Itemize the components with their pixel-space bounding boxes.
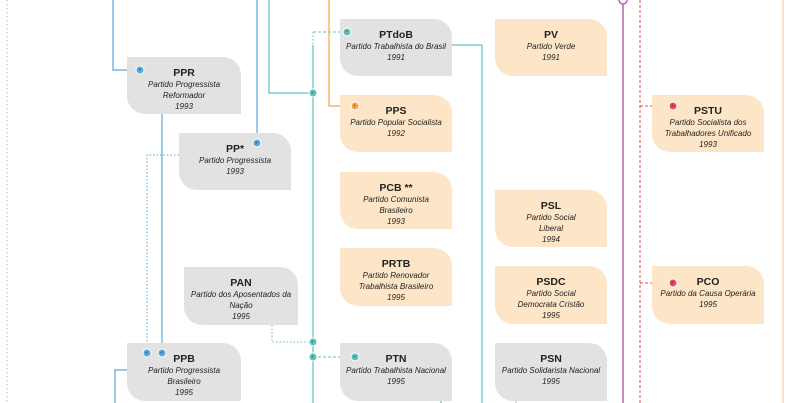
card-abbr: PSL: [540, 200, 562, 212]
card-name: Partido Solidarista Nacional: [501, 366, 601, 375]
node-dot-teal-pan: [308, 337, 318, 347]
card-ptn[interactable]: PTN Partido Trabalhista Nacional 1995: [340, 343, 452, 401]
card-year: 1995: [542, 377, 560, 386]
card-pco[interactable]: PCO Partido da Causa Operária 1995: [652, 266, 764, 324]
card-name: Partido Popular Socialista: [350, 118, 442, 127]
card-abbr: PPS: [385, 105, 407, 117]
card-year: 1995: [175, 388, 193, 397]
card-year: 1995: [232, 312, 250, 321]
card-year: 1993: [175, 102, 193, 111]
card-ptdob[interactable]: PTdoB Partido Trabalhista do Brasil 1991: [340, 19, 452, 76]
card-abbr: PCB **: [379, 182, 413, 194]
card-abbr: PSN: [540, 353, 562, 365]
card-year: 1995: [387, 377, 405, 386]
node-dot-pstu: [668, 101, 678, 111]
card-year: 1991: [387, 53, 405, 62]
node-dot-ppr: [135, 65, 145, 75]
card-name: Partido dos Aposentados da Nação: [190, 290, 292, 310]
card-year: 1995: [387, 293, 405, 302]
card-year: 1994: [542, 235, 560, 244]
card-abbr: PTdoB: [379, 29, 413, 41]
card-year: 1991: [542, 53, 560, 62]
card-year: 1993: [226, 167, 244, 176]
line-top-teal-branch: [268, 0, 313, 94]
node-dot-teal-junction: [308, 88, 318, 98]
card-abbr: PSDC: [536, 276, 566, 288]
card-name: Partido Social Democrata Cristão: [517, 289, 585, 309]
card-name: Partido Verde: [526, 42, 576, 51]
card-year: 1992: [387, 129, 405, 138]
dotted-pan-to-ptn: [271, 325, 313, 343]
card-name: Partido Trabalhista Nacional: [346, 366, 446, 375]
card-name: Partido Progressista Brasileiro: [147, 366, 221, 386]
card-pv[interactable]: PV Partido Verde 1991: [495, 19, 607, 76]
card-abbr: PAN: [230, 277, 252, 289]
dotted-pp-to-ppb: [146, 154, 179, 353]
card-abbr: PP*: [225, 143, 245, 155]
card-year: 1995: [699, 300, 717, 309]
card-name: Partido Progressista Reformador: [147, 80, 221, 100]
card-pan[interactable]: PAN Partido dos Aposentados da Nação 199…: [184, 267, 298, 325]
card-abbr: PRTB: [381, 258, 411, 270]
node-dot-pco: [668, 278, 678, 288]
line-ppb-continue: [114, 369, 127, 403]
card-name: Partido da Causa Operária: [660, 289, 756, 298]
node-dot-ppb-left: [142, 348, 152, 358]
card-name: Partido Social Liberal: [526, 213, 576, 233]
card-pp[interactable]: PP* Partido Progressista 1993: [179, 133, 291, 190]
node-dot-teal-ptn-junction: [308, 352, 318, 362]
node-dot-ptn: [350, 352, 360, 362]
purple-top-node: [618, 0, 628, 5]
card-abbr: PPB: [173, 353, 195, 365]
card-name: Partido Progressista: [198, 156, 272, 165]
card-psl[interactable]: PSL Partido Social Liberal 1994: [495, 190, 607, 247]
card-year: 1993: [699, 140, 717, 149]
node-dot-ppb-right: [157, 348, 167, 358]
card-psdc[interactable]: PSDC Partido Social Democrata Cristão 19…: [495, 266, 607, 324]
card-name: Partido Renovador Trabalhista Brasileiro: [358, 271, 434, 291]
card-name: Partido Socialista dos Trabalhadores Uni…: [664, 118, 752, 138]
node-dot-pps: [350, 101, 360, 111]
card-abbr: PV: [543, 29, 558, 41]
card-name: Partido Comunista Brasileiro: [363, 195, 429, 215]
card-psn[interactable]: PSN Partido Solidarista Nacional 1995: [495, 343, 607, 401]
card-prtb[interactable]: PRTB Partido Renovador Trabalhista Brasi…: [340, 248, 452, 306]
node-dot-ptdob: [342, 27, 352, 37]
card-year: 1995: [542, 311, 560, 320]
card-ppr[interactable]: PPR Partido Progressista Reformador 1993: [127, 57, 241, 114]
card-year: 1993: [387, 217, 405, 226]
card-name: Partido Trabalhista do Brasil: [346, 42, 446, 51]
card-abbr: PSTU: [693, 105, 722, 117]
card-abbr: PPR: [173, 67, 195, 79]
node-dot-pp: [252, 138, 262, 148]
card-abbr: PCO: [696, 276, 720, 288]
card-pcb[interactable]: PCB ** Partido Comunista Brasileiro 1993: [340, 172, 452, 229]
card-abbr: PTN: [385, 353, 407, 365]
